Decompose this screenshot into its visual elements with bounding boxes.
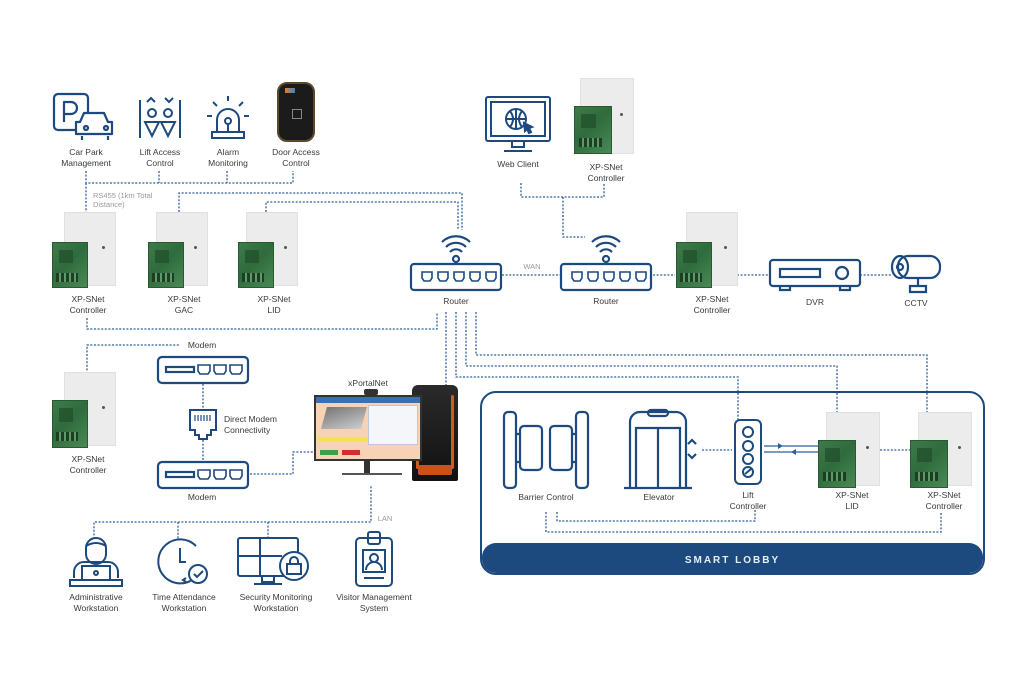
smart-lobby-band bbox=[482, 543, 983, 573]
clock-check-icon bbox=[157, 538, 208, 585]
card-reader-icon bbox=[277, 82, 315, 142]
line-router-ctrl bbox=[475, 312, 928, 413]
workstation-visitor-label: Visitor Management System bbox=[336, 592, 412, 613]
server-label: xPortalNet bbox=[348, 378, 388, 388]
router-right: Router bbox=[558, 228, 654, 310]
web-client-label: Web Client bbox=[497, 159, 539, 169]
lobby-lid-label: XP-SNet LID bbox=[835, 490, 869, 511]
id-badge-icon bbox=[355, 531, 393, 587]
line-gac-router bbox=[178, 192, 463, 230]
monitor-lock-icon bbox=[237, 537, 309, 585]
smart-lobby-panel: SMART LOBBY bbox=[480, 391, 985, 575]
wan-label: WAN bbox=[523, 262, 541, 271]
dvr: DVR bbox=[768, 258, 862, 308]
lobby-lift-controller: Lift Controller bbox=[718, 418, 778, 514]
workstation-admin-label: Administrative Workstation bbox=[69, 592, 123, 613]
controller-remote-top-label: XP-SNet Controller bbox=[587, 162, 625, 183]
webcam bbox=[364, 389, 378, 395]
dvr-label: DVR bbox=[806, 297, 824, 307]
device-lift-access: Lift Access Control bbox=[132, 92, 188, 172]
workstation-admin: Administrative Workstation bbox=[60, 536, 132, 616]
controller-lid-label: XP-SNet LID bbox=[257, 294, 291, 315]
parking-car-icon bbox=[52, 92, 114, 140]
lobby-lid: XP-SNet LID bbox=[812, 412, 892, 522]
controller-gac-label: XP-SNet GAC bbox=[167, 294, 201, 315]
line-modem-controller bbox=[86, 344, 180, 374]
modem-bottom-label: Modem bbox=[187, 492, 217, 502]
controller-lid: XP-SNet LID bbox=[234, 212, 314, 322]
monitor-stand bbox=[364, 461, 370, 473]
device-door-access: Door Access Control bbox=[268, 82, 324, 172]
server-monitor bbox=[314, 395, 422, 461]
workstation-security-label: Security Monitoring Workstation bbox=[239, 592, 313, 613]
device-alarm: Alarm Monitoring bbox=[200, 92, 256, 172]
lobby-controller: XP-SNet Controller bbox=[904, 412, 984, 522]
line-router-lid bbox=[465, 312, 838, 413]
car-park-label: Car Park Management bbox=[61, 147, 111, 168]
web-client: Web Client bbox=[484, 95, 556, 175]
elevator-icon bbox=[624, 408, 697, 490]
workstation-security: Security Monitoring Workstation bbox=[232, 536, 320, 616]
admin-user-laptop-icon bbox=[69, 537, 123, 587]
barrier-gate-icon bbox=[502, 410, 590, 490]
modem-icon bbox=[156, 355, 250, 385]
lobby-elevator: Elevator bbox=[622, 408, 704, 504]
controller-gac: XP-SNet GAC bbox=[144, 212, 224, 322]
cctv-label: CCTV bbox=[904, 298, 928, 308]
workstation-time-label: Time Attendance Workstation bbox=[152, 592, 216, 613]
line-lid-router bbox=[265, 201, 459, 230]
controller-remote-mid: XP-SNet Controller bbox=[672, 212, 752, 320]
alarm-label: Alarm Monitoring bbox=[208, 147, 248, 168]
line-controllers-router bbox=[86, 312, 438, 330]
rs485-note: RS455 (1km Total Distance) bbox=[93, 191, 153, 209]
lobby-elevator-label: Elevator bbox=[643, 492, 675, 502]
line-modem-server bbox=[250, 451, 316, 475]
router-right-label: Router bbox=[593, 296, 619, 306]
line-lan-bus bbox=[93, 485, 372, 539]
router-wifi-icon bbox=[409, 235, 503, 292]
modem-icon bbox=[156, 460, 250, 490]
line-webclient-wifi bbox=[562, 197, 585, 238]
modem-top-label: Modem bbox=[187, 340, 217, 350]
direct-modem: Direct Modem Connectivity bbox=[188, 408, 298, 444]
lobby-barrier: Barrier Control bbox=[498, 410, 594, 506]
controller-modem: XP-SNet Controller bbox=[48, 372, 128, 480]
lan-label: LAN bbox=[377, 514, 393, 523]
device-car-park: Car Park Management bbox=[50, 92, 120, 172]
rj45-jack-icon bbox=[189, 409, 217, 440]
lift-controller-icon bbox=[734, 419, 762, 485]
door-access-label: Door Access Control bbox=[272, 147, 320, 168]
line-devices-bus bbox=[85, 171, 294, 184]
controller-remote-top: XP-SNet Controller bbox=[566, 78, 646, 186]
lobby-controller-label: XP-SNet Controller bbox=[925, 490, 963, 511]
direct-modem-label: Direct Modem Connectivity bbox=[224, 414, 277, 435]
controller-remote-mid-label: XP-SNet Controller bbox=[693, 294, 731, 315]
workstation-time: Time Attendance Workstation bbox=[144, 536, 224, 616]
controller-main: XP-SNet Controller bbox=[48, 212, 128, 322]
router-left: Router bbox=[408, 228, 504, 310]
router-left-label: Router bbox=[443, 296, 469, 306]
lobby-lift-controller-label: Lift Controller bbox=[729, 490, 767, 511]
smart-lobby-title: SMART LOBBY bbox=[684, 555, 781, 566]
modem-bottom bbox=[156, 460, 250, 492]
lift-access-label: Lift Access Control bbox=[139, 147, 181, 168]
router-wifi-icon bbox=[559, 235, 653, 292]
web-monitor-icon bbox=[485, 96, 551, 152]
monitor-base bbox=[342, 473, 402, 475]
lift-people-icon bbox=[139, 96, 181, 139]
dvr-icon bbox=[768, 258, 862, 292]
modem-top bbox=[156, 355, 250, 387]
server-workstation bbox=[312, 385, 462, 485]
controller-modem-label: XP-SNet Controller bbox=[69, 454, 107, 475]
alarm-siren-icon bbox=[207, 96, 249, 139]
workstation-visitor: Visitor Management System bbox=[330, 530, 418, 616]
lobby-barrier-label: Barrier Control bbox=[518, 492, 574, 502]
cctv-camera-icon bbox=[890, 254, 942, 294]
controller-main-label: XP-SNet Controller bbox=[69, 294, 107, 315]
cctv: CCTV bbox=[888, 252, 948, 312]
